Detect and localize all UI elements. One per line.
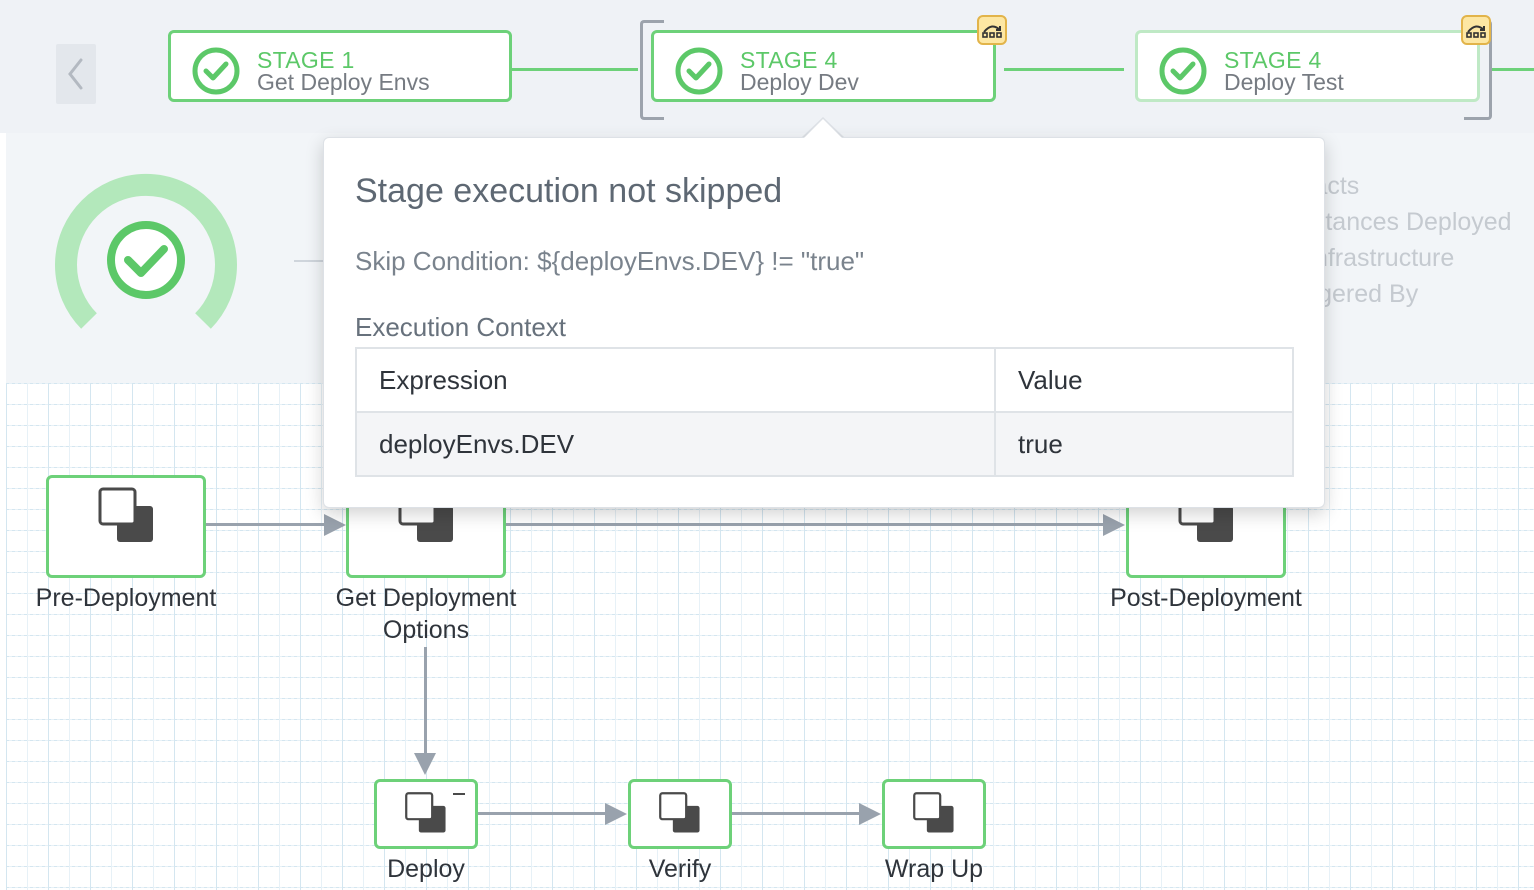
node-label: Post-Deployment — [1110, 584, 1302, 612]
summary-divider — [294, 260, 334, 262]
table-header-row: Expression Value — [355, 347, 1294, 413]
back-button[interactable] — [56, 44, 96, 104]
phase-icon — [405, 792, 446, 833]
node-label: Get Deployment — [335, 584, 517, 612]
skip-condition-icon[interactable] — [1461, 15, 1491, 45]
flow-arrow — [477, 812, 607, 815]
arrow-head — [859, 803, 881, 825]
stage-name: Deploy Dev — [740, 69, 859, 95]
stage-name: Deploy Test — [1224, 69, 1344, 95]
stage-group-bracket — [640, 20, 664, 120]
node-label: Wrap Up — [884, 855, 984, 883]
workflow-node-wrap-up[interactable] — [882, 779, 986, 849]
stage-number: STAGE 1 — [257, 47, 355, 73]
table-row: deployEnvs.DEV true — [355, 411, 1294, 477]
arrow-head — [414, 753, 436, 775]
workflow-node-verify[interactable] — [628, 779, 732, 849]
collapse-icon[interactable] — [453, 793, 465, 795]
execution-context-heading: Execution Context — [355, 312, 567, 342]
summary-side-labels: Artifacts Instances Deployed Infrastruct… — [1324, 170, 1534, 320]
node-label: Pre-Deployment — [35, 584, 217, 612]
summary-label-instances: Instances Deployed — [1324, 208, 1512, 236]
success-check-icon — [55, 173, 237, 329]
skip-arrow-icon — [982, 25, 1002, 38]
value-cell: true — [994, 411, 1294, 477]
flow-arrow — [424, 647, 427, 755]
arrow-head — [1103, 514, 1125, 536]
summary-label-infrastructure: Infrastructure — [1324, 244, 1455, 272]
stage-card-deploy-dev[interactable]: STAGE 4 Deploy Dev — [651, 30, 996, 102]
skip-condition-tooltip: Stage execution not skipped Skip Conditi… — [323, 137, 1325, 508]
tooltip-title: Stage execution not skipped — [355, 172, 783, 210]
workflow-node-pre-deployment[interactable] — [46, 475, 206, 578]
flow-arrow — [731, 812, 861, 815]
execution-context-table: Expression Value deployEnvs.DEV true — [355, 347, 1294, 477]
summary-label-artifacts: Artifacts — [1324, 172, 1360, 200]
stage-connector — [512, 68, 638, 71]
success-check-icon — [192, 47, 240, 95]
flow-arrow — [206, 523, 326, 526]
flow-arrow — [505, 523, 1105, 526]
success-check-icon — [1159, 47, 1207, 95]
stage-card-get-deploy-envs[interactable]: STAGE 1 Get Deploy Envs — [168, 30, 512, 102]
phase-icon — [659, 792, 700, 833]
stage-card-deploy-test[interactable]: STAGE 4 Deploy Test — [1135, 30, 1480, 102]
column-header-value: Value — [994, 347, 1294, 413]
skip-arrow-icon — [1466, 25, 1486, 38]
stage-number: STAGE 4 — [740, 47, 838, 73]
workflow-node-deploy[interactable] — [374, 779, 478, 849]
column-header-expression: Expression — [355, 347, 996, 413]
node-label: Deploy — [387, 855, 465, 883]
chevron-left-icon — [68, 58, 83, 90]
phase-icon — [913, 792, 954, 833]
phase-icon — [98, 487, 153, 542]
arrow-head — [324, 514, 346, 536]
arrow-head — [605, 803, 627, 825]
node-label: Options — [382, 616, 470, 644]
summary-label-triggered-by: Triggered By — [1324, 280, 1419, 308]
skip-condition-text: Skip Condition: ${deployEnvs.DEV} != "tr… — [355, 246, 865, 276]
skip-condition-icon[interactable] — [977, 15, 1007, 45]
success-check-icon — [675, 47, 723, 95]
node-label: Verify — [648, 855, 712, 883]
stage-connector — [1004, 68, 1124, 71]
stage-connector — [1492, 68, 1534, 71]
stage-name: Get Deploy Envs — [257, 69, 430, 95]
tooltip-caret-fill — [803, 119, 843, 139]
expression-cell: deployEnvs.DEV — [355, 411, 996, 477]
stage-number: STAGE 4 — [1224, 47, 1322, 73]
